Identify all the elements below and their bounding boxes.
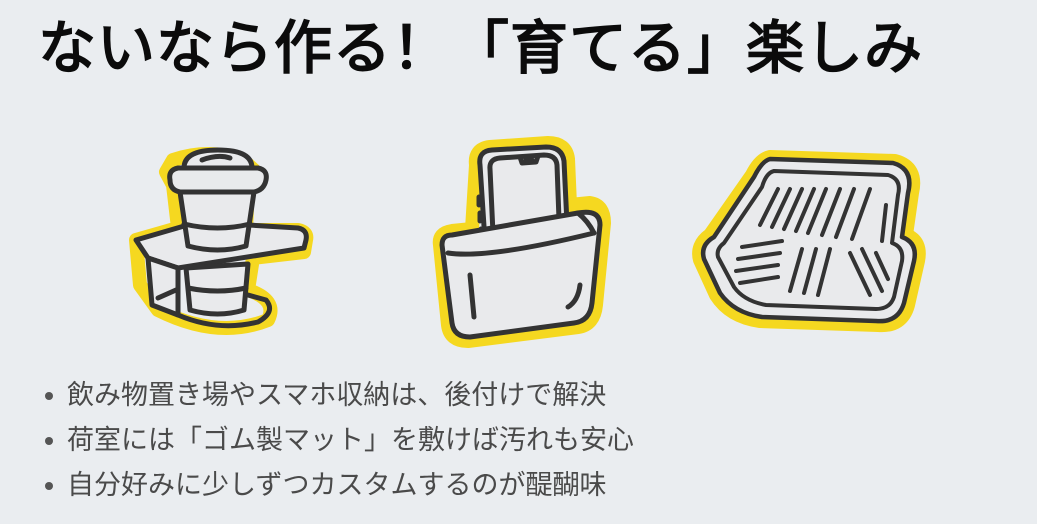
bullet-item: 自分好みに少しずつカスタムするのが醍醐味 (40, 463, 634, 508)
bullet-item: 荷室には「ゴム製マット」を敷けば汚れも安心 (40, 418, 634, 463)
bullet-text: 自分好みに少しずつカスタムするのが醍醐味 (67, 470, 607, 501)
bullet-item: 飲み物置き場やスマホ収納は、後付けで解決 (40, 373, 634, 418)
cup-holder-icon (118, 140, 323, 345)
bullet-text: 荷室には「ゴム製マット」を敷けば汚れも安心 (67, 425, 634, 456)
bullet-dot-icon (45, 436, 53, 445)
phone-pocket-icon (428, 135, 613, 350)
slide-title: ないなら作る！「育てる」楽しみ (38, 14, 924, 82)
rubber-floor-mat-icon (690, 145, 935, 335)
bullet-dot-icon (45, 481, 53, 490)
bullet-dot-icon (45, 391, 53, 400)
bullet-text: 飲み物置き場やスマホ収納は、後付けで解決 (67, 380, 607, 411)
bullet-list: 飲み物置き場やスマホ収納は、後付けで解決 荷室には「ゴム製マット」を敷けば汚れも… (40, 373, 634, 508)
